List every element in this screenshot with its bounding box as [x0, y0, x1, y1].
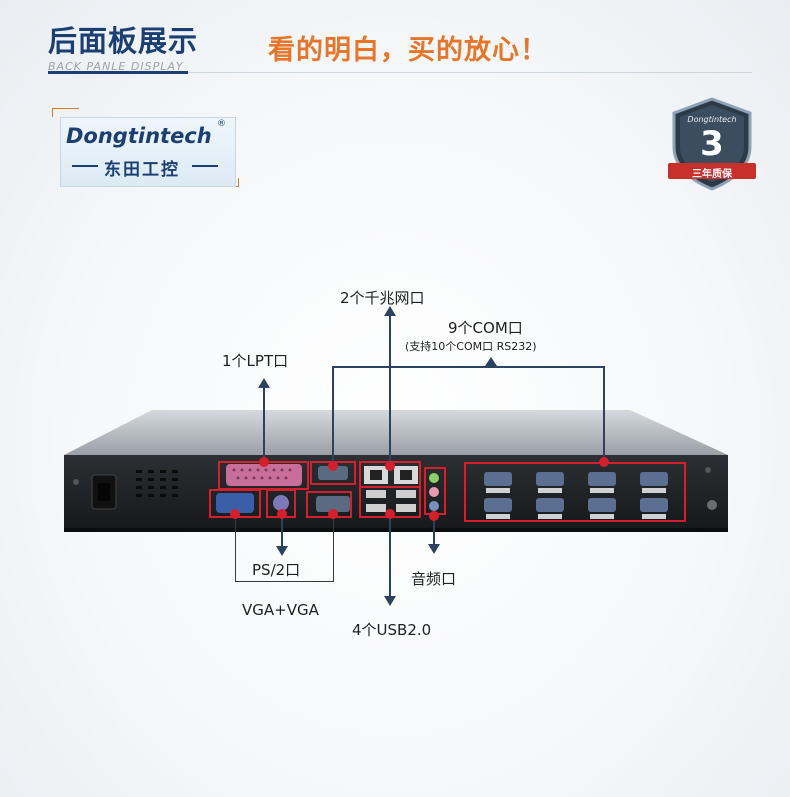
- arrow-up-icon: [384, 306, 396, 316]
- arrow-up-icon: [258, 378, 270, 388]
- arrow-up-icon: [485, 357, 497, 366]
- shield-icon: [668, 97, 756, 191]
- vga-bracket-line: [235, 581, 334, 582]
- arrow-down-icon: [276, 546, 288, 556]
- header-divider-accent: [48, 71, 188, 74]
- com-bank-highlight: [464, 462, 686, 522]
- vga-line-left: [235, 513, 236, 582]
- badge-text: 三年质保: [692, 169, 732, 180]
- audio-marker-dot: [429, 511, 439, 521]
- com-marker-dot: [328, 461, 338, 471]
- page-title: 后面板展示: [48, 24, 199, 58]
- lan-label: 2个千兆网口: [340, 289, 425, 307]
- warranty-badge: Dongtintech 3 三年质保: [664, 95, 760, 195]
- logo-dash: [72, 165, 98, 167]
- vga2-marker-dot: [328, 509, 338, 519]
- lan-line: [389, 316, 391, 466]
- header-divider: [48, 72, 752, 73]
- badge-number: 3: [700, 124, 724, 164]
- logo-chinese-name: 东田工控: [104, 160, 180, 180]
- usb-label: 4个USB2.0: [352, 621, 432, 639]
- registered-mark: ®: [217, 119, 226, 129]
- logo-dash: [192, 165, 218, 167]
- com-line-left: [332, 366, 334, 466]
- badge-brand: Dongtintech: [687, 115, 737, 124]
- com-bank-marker-dot: [599, 457, 609, 467]
- com-note-label: (支持10个COM口 RS232): [405, 340, 537, 353]
- lan-marker-dot: [385, 461, 395, 471]
- slogan: 看的明白，买的放心！: [268, 35, 548, 66]
- vga-marker-dot: [230, 509, 240, 519]
- logo-brand: Dongtintech: [66, 124, 212, 148]
- page-subtitle: BACK PANLE DISPLAY: [48, 60, 184, 73]
- com-bracket-line: [332, 366, 604, 368]
- logo-decoration: [52, 108, 79, 117]
- vga-label: VGA+VGA: [242, 601, 319, 619]
- lpt-line: [263, 387, 265, 461]
- audio-port-highlight: [424, 467, 446, 515]
- usb-marker-dot: [385, 509, 395, 519]
- com-line-right: [603, 366, 605, 461]
- ps2-line: [281, 513, 283, 547]
- arrow-down-icon: [384, 596, 396, 606]
- lpt-label: 1个LPT口: [222, 352, 289, 370]
- usb-line: [389, 518, 391, 598]
- logo-box: [60, 117, 236, 187]
- ps2-marker-dot: [277, 509, 287, 519]
- com-label: 9个COM口: [448, 319, 523, 337]
- lpt-marker-dot: [259, 457, 269, 467]
- audio-label: 音频口: [411, 570, 457, 588]
- audio-line: [433, 515, 435, 545]
- vga-line-right: [333, 513, 334, 582]
- arrow-down-icon: [428, 544, 440, 554]
- ps2-label: PS/2口: [252, 561, 301, 579]
